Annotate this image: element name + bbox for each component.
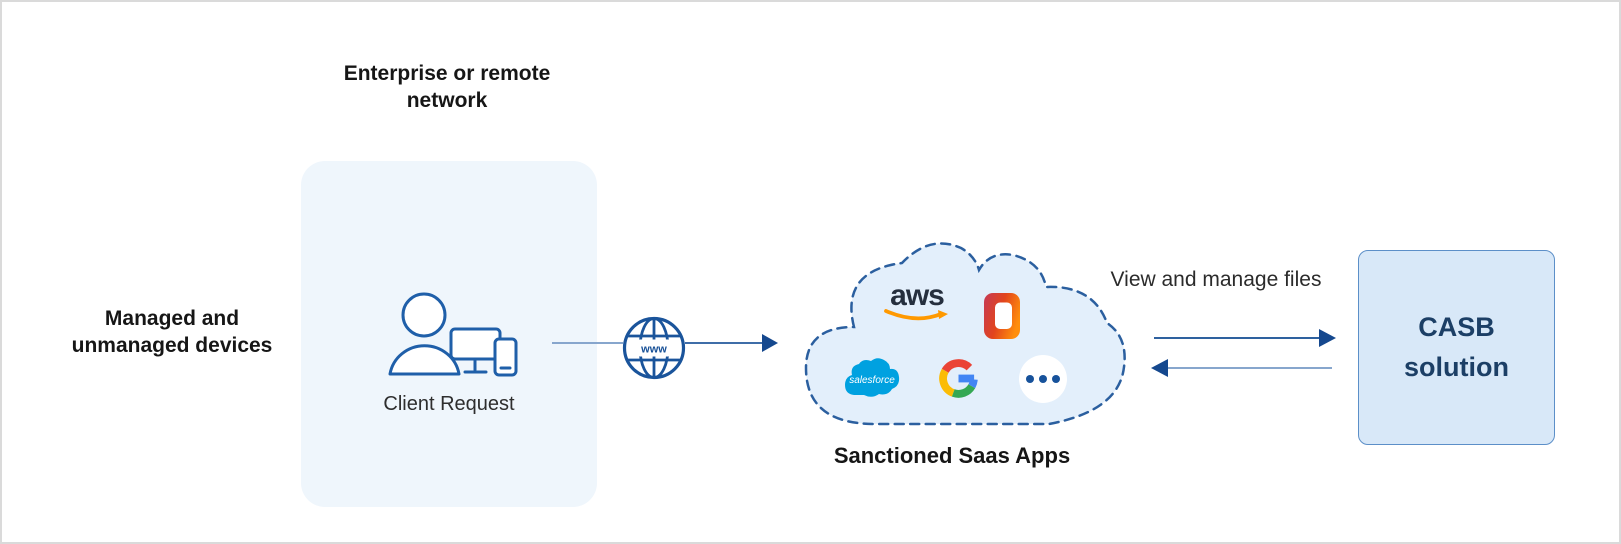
aws-smile-swoosh (884, 309, 948, 321)
user-with-devices-icon (388, 292, 518, 377)
view-manage-files-label: View and manage files (1110, 268, 1322, 291)
casb-solution-box: CASB solution (1358, 250, 1555, 445)
ellipsis-dot (1039, 375, 1047, 383)
globe-www-icon: www (622, 316, 686, 380)
casb-solution-label: CASB solution (1404, 312, 1509, 382)
enterprise-network-label: Enterprise or remote network (343, 62, 551, 113)
globe-to-cloud-arrow (685, 334, 778, 352)
ellipsis-dot (1026, 375, 1034, 383)
client-request-label: Client Request (383, 393, 515, 415)
client-network-box: Client Request (301, 161, 597, 507)
person-head (401, 292, 447, 338)
salesforce-logo-text: salesforce (849, 375, 895, 386)
more-apps-icon (1019, 355, 1067, 403)
monitor-icon (449, 327, 502, 361)
globe-www-label: www (640, 344, 667, 356)
casb-to-cloud-arrow (1151, 359, 1332, 377)
person-body (388, 344, 461, 376)
aws-logo: aws (882, 279, 952, 324)
cloud-to-casb-arrow (1154, 329, 1336, 347)
ellipsis-dot (1052, 375, 1060, 383)
salesforce-cloud (845, 358, 900, 397)
office-365-logo (984, 293, 1020, 339)
managed-devices-label: Managed and unmanaged devices (71, 307, 273, 358)
sanctioned-apps-label: Sanctioned Saas Apps (833, 443, 1071, 468)
salesforce-logo: salesforce (845, 358, 900, 397)
google-g-logo (939, 359, 978, 398)
phone-icon (493, 337, 518, 377)
aws-logo-text: aws (890, 279, 945, 312)
saas-cloud-shape (804, 242, 1126, 426)
